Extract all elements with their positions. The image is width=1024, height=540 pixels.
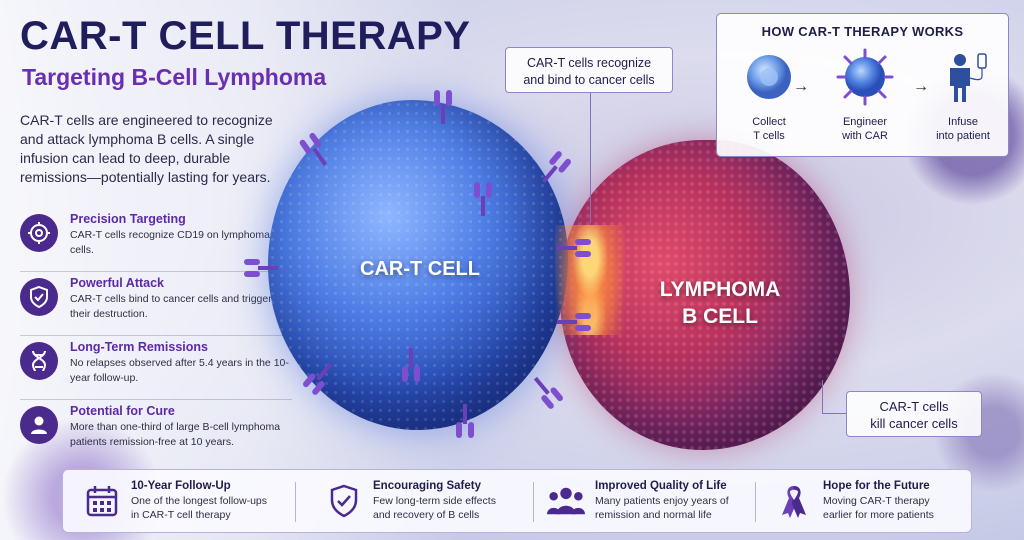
divider — [295, 482, 296, 522]
callout-leader-line — [590, 93, 591, 223]
highlight-desc-line2: earlier for more patients — [823, 509, 934, 521]
calendar-icon — [83, 482, 121, 520]
car-t-cell-label: CAR-T CELL — [360, 258, 480, 280]
step-label-line2: into patient — [936, 130, 990, 142]
how-step-engineer: Engineer with CAR — [825, 48, 905, 143]
ribbon-icon — [775, 482, 813, 520]
arrow-right-icon: → — [913, 78, 929, 95]
highlight-title: Encouraging Safety — [373, 480, 481, 492]
feature-precision-targeting: Precision Targeting CAR-T cells recogniz… — [20, 208, 292, 272]
how-step-collect: Collect T cells — [729, 52, 809, 143]
highlight-desc-line1: Many patients enjoy years of — [595, 495, 729, 507]
feature-title: Potential for Cure — [70, 404, 175, 418]
feature-long-term-remissions: Long-Term Remissions No relapses observe… — [20, 336, 292, 400]
highlight-follow-up: 10-Year Follow-Up One of the longest fol… — [83, 480, 267, 522]
feature-desc: More than one-third of large B-cell lymp… — [70, 421, 281, 448]
divider — [533, 482, 534, 522]
highlight-hope: Hope for the Future Moving CAR-T therapy… — [775, 480, 934, 522]
person-icon — [20, 406, 58, 444]
feature-title: Powerful Attack — [70, 276, 165, 290]
target-icon — [20, 214, 58, 252]
patient-iv-icon — [950, 53, 987, 102]
callout-leader-line — [822, 413, 846, 414]
intro-text: CAR-T cells are engineered to recognize … — [20, 112, 273, 185]
step-label-line2: T cells — [753, 130, 785, 142]
callout-leader-line — [822, 380, 823, 414]
car-receptor-icon — [299, 132, 327, 166]
how-step-infuse: Infuse into patient — [923, 52, 1003, 143]
feature-potential-for-cure: Potential for Cure More than one-third o… — [20, 400, 292, 464]
shield-check-icon — [325, 482, 363, 520]
highlight-desc-line1: Few long-term side effects — [373, 495, 496, 507]
step-label-line2: with CAR — [842, 130, 888, 142]
car-receptor-icon — [456, 404, 474, 438]
highlight-title: Improved Quality of Life — [595, 480, 727, 492]
highlight-safety: Encouraging Safety Few long-term side ef… — [325, 480, 496, 522]
car-receptor-icon — [303, 362, 333, 395]
lymphoma-label-line1: LYMPHOMA — [659, 278, 781, 301]
car-receptor-icon — [533, 376, 563, 409]
callout-kill-cells: CAR-T cells kill cancer cells — [846, 391, 982, 437]
callout-line1: CAR-T cells — [879, 399, 949, 414]
feature-powerful-attack: Powerful Attack CAR-T cells bind to canc… — [20, 272, 292, 336]
highlight-quality-of-life: Improved Quality of Life Many patients e… — [547, 480, 729, 522]
highlight-desc-line2: in CAR-T cell therapy — [131, 509, 231, 521]
t-cell-icon — [747, 55, 791, 99]
feature-title: Precision Targeting — [70, 212, 186, 226]
highlight-title: 10-Year Follow-Up — [131, 480, 231, 492]
callout-line2: kill cancer cells — [870, 416, 958, 431]
feature-desc: CAR-T cells recognize CD19 on lymphoma B… — [70, 229, 280, 256]
feature-desc: No relapses observed after 5.4 years in … — [70, 357, 289, 384]
bottom-highlights-bar: 10-Year Follow-Up One of the longest fol… — [62, 469, 972, 533]
car-receptor-icon — [402, 348, 420, 382]
how-it-works-title: HOW CAR-T THERAPY WORKS — [761, 24, 964, 39]
car-receptor-icon — [541, 151, 571, 184]
divider — [755, 482, 756, 522]
car-receptor-icon — [474, 182, 492, 216]
highlight-desc-line2: remission and normal life — [595, 509, 712, 521]
car-receptor-icon — [557, 313, 591, 331]
people-icon — [547, 482, 585, 520]
highlight-desc-line1: One of the longest follow-ups — [131, 495, 267, 507]
feature-title: Long-Term Remissions — [70, 340, 208, 354]
page-subtitle: Targeting B-Cell Lymphoma — [22, 64, 327, 90]
feature-list: Precision Targeting CAR-T cells recogniz… — [20, 208, 292, 464]
callout-line2: and bind to cancer cells — [523, 73, 655, 87]
step-label-line1: Engineer — [842, 116, 888, 128]
highlight-desc-line1: Moving CAR-T therapy — [823, 495, 930, 507]
car-t-cell-icon — [836, 48, 894, 106]
car-receptor-icon — [434, 90, 452, 124]
highlight-desc-line2: and recovery of B cells — [373, 509, 480, 521]
highlight-title: Hope for the Future — [823, 480, 930, 492]
arrow-right-icon: → — [793, 78, 809, 95]
feature-desc: CAR-T cells bind to cancer cells and tri… — [70, 293, 272, 320]
shield-check-icon — [20, 278, 58, 316]
dna-icon — [20, 342, 58, 380]
lymphoma-label-line2: B CELL — [682, 305, 758, 328]
car-receptor-icon — [557, 239, 591, 257]
callout-line1: CAR-T cells recognize — [526, 56, 652, 70]
how-it-works-panel: HOW CAR-T THERAPY WORKS Collect T cells … — [716, 13, 1009, 157]
step-label-line1: Infuse — [948, 116, 978, 128]
callout-recognize-bind: CAR-T cells recognize and bind to cancer… — [505, 47, 673, 93]
step-label-line1: Collect — [752, 116, 786, 128]
car-receptor-icon — [244, 259, 278, 277]
page-title: CAR-T CELL THERAPY — [20, 14, 471, 58]
lymphoma-cell-label: LYMPHOMA B CELL — [640, 276, 800, 330]
